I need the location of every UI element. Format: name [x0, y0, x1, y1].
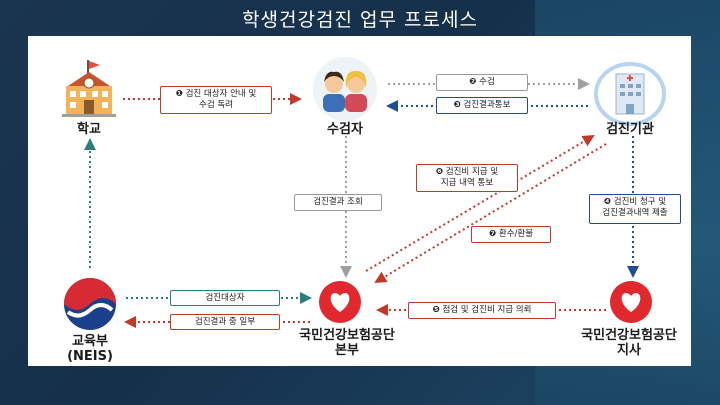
step-1-line1: 검진 대상자 안내 및 [185, 89, 257, 99]
step-7-number: ❼ [488, 229, 497, 239]
ministry-label-line2: (NEIS) [67, 349, 113, 364]
step-5-box: ❺ 점검 및 검진비 지급 의뢰 [408, 302, 556, 319]
nhis-hq-label: 국민건강보험공단 본부 [282, 328, 412, 358]
step-2-box: ❷ 수검 [436, 74, 528, 91]
view-results-box: 검진결과 조회 [294, 194, 382, 211]
hospital-icon [594, 62, 666, 126]
nhis-branch-label-line1: 국민건강보험공단 [581, 328, 677, 343]
step-4-line2: 검진결과내역 제출 [602, 208, 668, 218]
nhis-hq-label-line1: 국민건강보험공단 [299, 328, 395, 343]
results-partial-box: 검진결과 중 일부 [170, 314, 280, 330]
ministry-label-line1: 교육부 [72, 334, 108, 349]
step-2-number: ❷ [469, 77, 477, 87]
step-3-text: 검진결과통보 [463, 100, 511, 110]
arrow-hq-to-institution [365, 134, 595, 272]
step-2-text: 수검 [479, 77, 495, 87]
nhis-hq-label-line2: 본부 [335, 343, 359, 358]
nhis-branch-label: 국민건강보험공단 지사 [564, 328, 694, 358]
page-title: 학생건강검진 업무 프로세스 [242, 9, 478, 31]
step-6-number: ❻ [435, 167, 444, 177]
institution-label: 검진기관 [606, 122, 654, 137]
step-1-line2: 수검 독려 [199, 100, 233, 110]
step-5-text: 점검 및 검진비 지급 의뢰 [442, 305, 532, 315]
step-3-number: ❸ [453, 100, 461, 110]
ministry-emblem-icon [64, 278, 116, 330]
step-4-line1: 검진비 청구 및 [613, 197, 667, 207]
school-label: 학교 [77, 122, 101, 137]
school-icon [62, 60, 116, 117]
step-5-number: ❺ [432, 305, 440, 315]
examinee-label: 수검자 [327, 122, 363, 137]
step-4-number: ❹ [603, 197, 612, 207]
step-6-line2: 지급 내역 통보 [440, 178, 494, 188]
nhis-branch-label-line2: 지사 [617, 343, 641, 358]
ministry-label: 교육부 (NEIS) [50, 334, 130, 364]
step-1-box: ❶ 검진 대상자 안내 및 수검 독려 [160, 86, 272, 114]
step-7-box: ❼ 환수/환불 [471, 226, 551, 243]
examinee-icon [313, 57, 377, 121]
step-6-box: ❻ 검진비 지급 및 지급 내역 통보 [416, 164, 518, 192]
step-6-line1: 검진비 지급 및 [445, 167, 499, 177]
step-4-box: ❹ 검진비 청구 및 검진결과내역 제출 [589, 194, 681, 224]
targets-box: 검진대상자 [170, 290, 280, 306]
nhis-branch-heart-icon [610, 281, 652, 323]
step-1-number: ❶ [175, 89, 183, 99]
process-diagram: 학교 수검자 검진기관 교육부 (NEIS) [28, 36, 691, 366]
nhis-hq-heart-icon [319, 281, 361, 323]
step-7-text: 환수/환불 [498, 229, 534, 239]
step-3-box: ❸ 검진결과통보 [436, 97, 528, 114]
